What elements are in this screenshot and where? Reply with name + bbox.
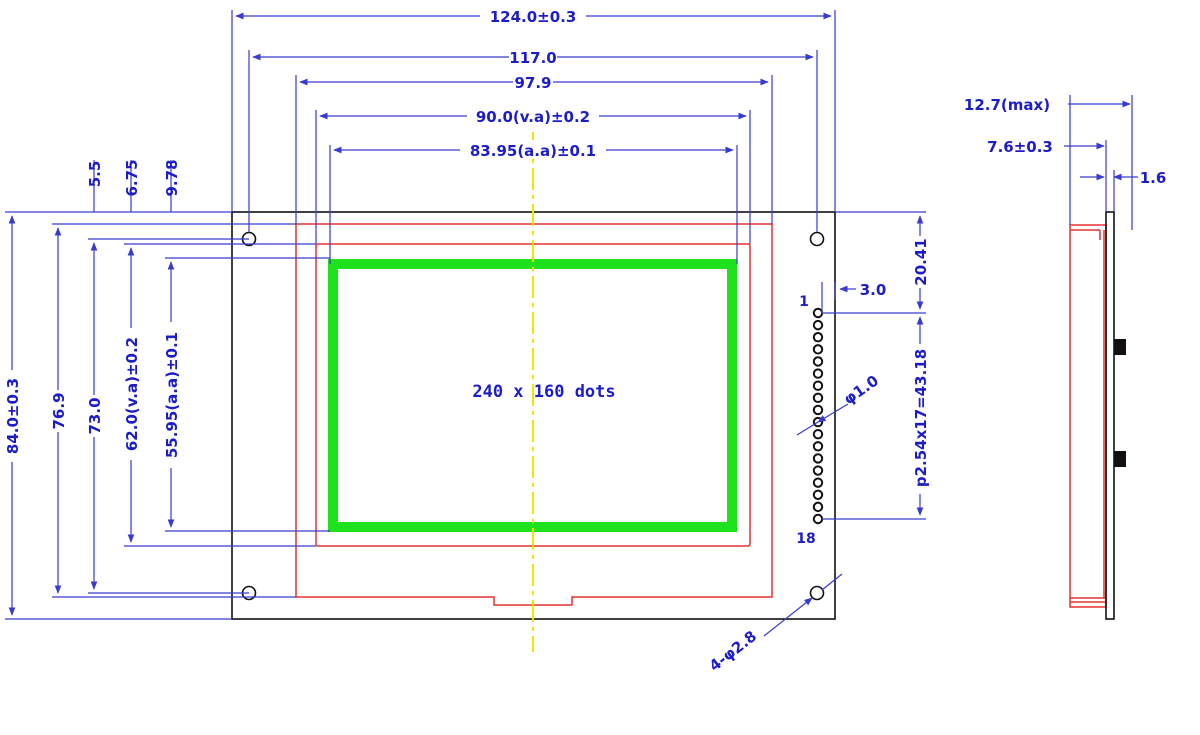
height-dimensions: 84.0±0.3 76.9 73.0 62.0(v.a)±0.2 55.95(a… [3,159,330,620]
pin-hole [812,404,824,416]
side-pcb [1105,211,1115,620]
top-offset-3-label: 9.78 [163,159,181,196]
side-view: 12.7(max) 7.6±0.3 1.6 [964,95,1167,620]
module-thickness-label: 7.6±0.3 [987,138,1053,156]
mount-hole [809,585,825,601]
width-dimensions: 124.0±0.3 117.0 97.9 90.0(v.a)±0.2 83.95… [231,6,836,264]
bezel-height-label: 76.9 [50,392,68,429]
pin-hole-diameter-label: φ1.0 [840,372,882,409]
viewing-area-width-label: 90.0(v.a)±0.2 [476,108,590,126]
mount-hole-diameter-label: 4-φ2.8 [706,627,760,675]
pin-header [812,307,824,525]
viewing-area-height-label: 62.0(v.a)±0.2 [123,337,141,451]
bezel-width-label: 97.9 [514,74,551,92]
top-offset-2-label: 6.75 [123,159,141,196]
pcb-thickness-label: 1.6 [1140,169,1167,187]
pin-hole [812,380,824,391]
pin-hole [812,453,824,464]
bezel-outline [295,223,773,606]
front-view: 240 x 160 dots 1 18 [231,132,836,652]
top-offset-1-label: 5.5 [86,161,104,188]
pin-first-label: 1 [799,294,809,310]
pin-hole [812,501,824,513]
pin-hole [812,513,824,525]
max-thickness-label: 12.7(max) [964,96,1050,114]
overall-height-label: 84.0±0.3 [4,378,22,454]
display-resolution-label: 240 x 160 dots [472,382,615,402]
pin-pitch-label: p2.54x17=43.18 [912,349,930,487]
pin-edge-offset-label: 3.0 [860,281,887,299]
pin-hole [812,344,824,355]
side-lcd-body [1069,224,1107,608]
mount-hole [809,231,825,247]
active-area [328,259,737,532]
pin-hole [812,441,824,452]
pin-hole [812,465,824,476]
pin-hole [812,307,824,319]
hole-pitch-height-label: 73.0 [86,397,104,434]
pin-hole [812,489,824,500]
pin-top-offset-label: 20.41 [912,238,930,285]
pin-hole [812,356,824,367]
pin-hole [812,477,824,488]
active-area-height-label: 55.95(a.a)±0.1 [163,332,181,458]
pin-hole [812,368,824,379]
hole-pitch-width-label: 117.0 [509,49,556,67]
pin-hole [812,332,824,343]
active-area-width-label: 83.95(a.a)±0.1 [470,142,596,160]
pin-hole [812,428,824,440]
side-connector [1114,451,1126,467]
pin-last-label: 18 [796,531,815,547]
pin-hole [812,319,824,331]
pin-hole [812,392,824,404]
overall-width-label: 124.0±0.3 [490,8,577,26]
side-connector [1114,339,1126,355]
